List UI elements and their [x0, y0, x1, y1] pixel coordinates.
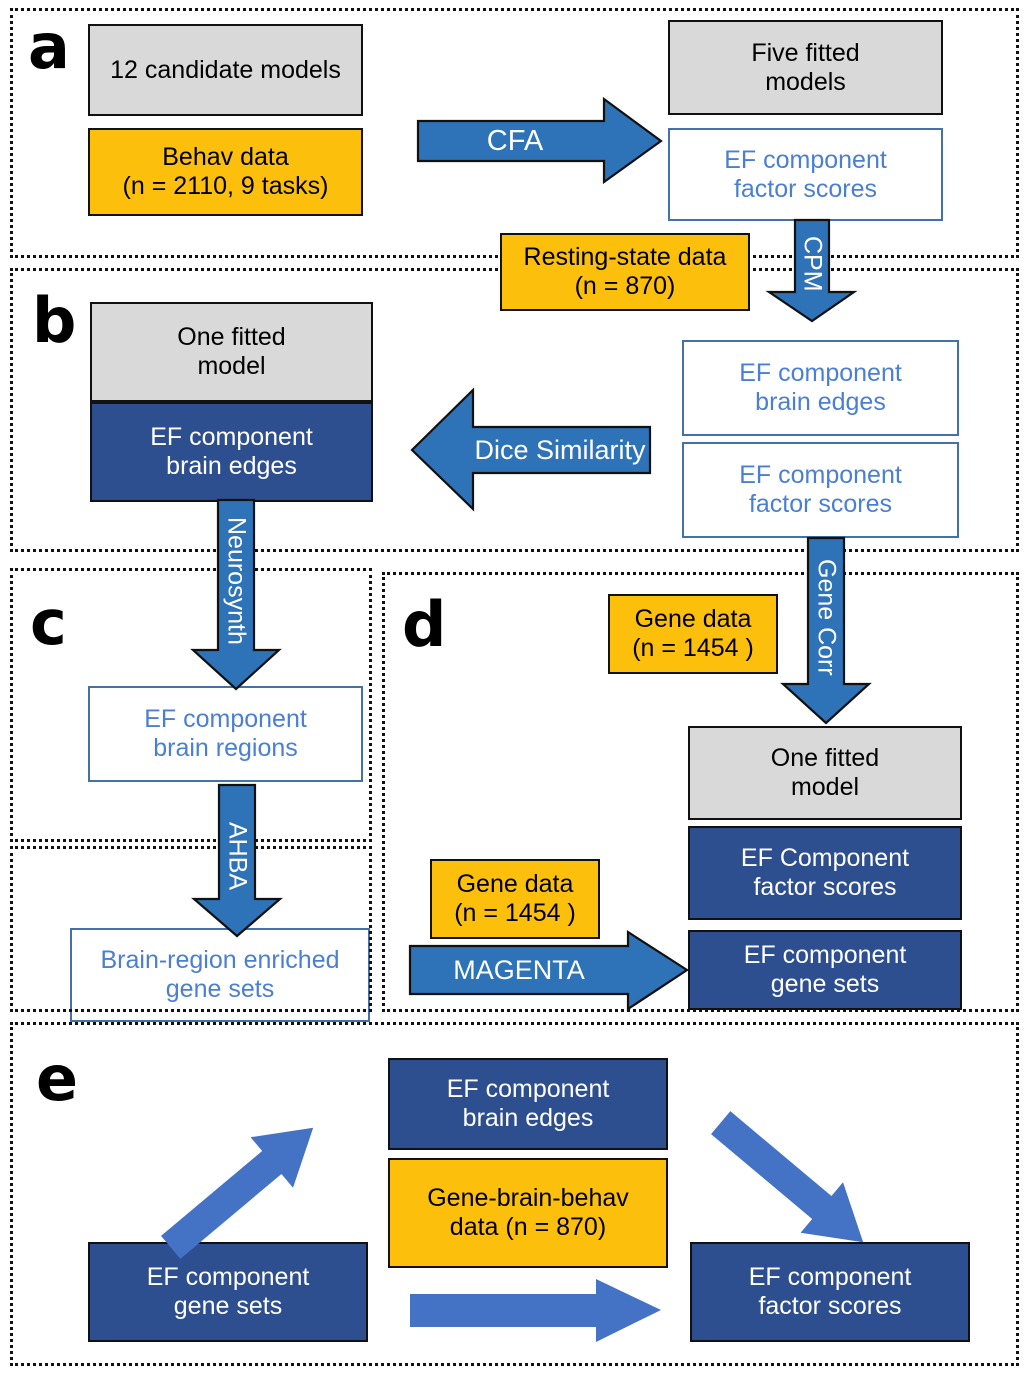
box-b-one-fitted-model: One fitted model	[90, 302, 373, 402]
box-d-ef-gene-sets-line1: EF component	[743, 941, 907, 969]
panel-c-border	[10, 568, 372, 842]
box-d-ef-factor-scores-line2: factor scores	[753, 873, 897, 901]
box-a-ef-factor-scores: EF component factor scores	[668, 128, 943, 221]
box-b-ef-factor-scores: EF component factor scores	[682, 442, 959, 538]
box-behav-data-line1: Behav data	[162, 143, 289, 171]
box-b-ef-brain-edges-right-line2: brain edges	[755, 388, 886, 416]
box-d-gene-data-bottom-line1: Gene data	[456, 870, 574, 898]
box-12-candidate-models: 12 candidate models	[88, 24, 363, 116]
box-c-gene-sets-line1: Brain-region enriched	[100, 946, 340, 974]
box-d-gene-data-top-line2: (n = 1454 )	[632, 634, 754, 662]
panel-b-letter: b	[32, 284, 77, 357]
arrow-magenta	[408, 929, 690, 1012]
arrow-dice-similarity	[410, 387, 652, 512]
box-b-ef-factor-scores-line2: factor scores	[748, 490, 893, 518]
box-b-ef-brain-edges-left-line1: EF component	[150, 423, 313, 451]
box-b-one-fitted-line1: One fitted	[177, 323, 286, 351]
box-b-one-fitted-line2: model	[197, 352, 266, 380]
box-d-ef-factor-scores-line1: EF Component	[740, 844, 910, 872]
box-b-ef-brain-edges-left-line2: brain edges	[166, 452, 297, 480]
box-c-brain-region-enriched-gene-sets: Brain-region enriched gene sets	[70, 928, 370, 1022]
box-e-ef-brain-edges-line2: brain edges	[462, 1104, 594, 1132]
box-e-gene-brain-behav-line1: Gene-brain-behav	[427, 1184, 629, 1212]
box-d-one-fitted-line2: model	[790, 773, 860, 801]
panel-e-border	[10, 1022, 1019, 1366]
arrow-gene-corr	[780, 536, 872, 725]
panel-e-letter: e	[36, 1042, 79, 1115]
box-b-ef-brain-edges-right-line1: EF component	[739, 359, 902, 387]
box-d-ef-gene-sets-line2: gene sets	[770, 970, 880, 998]
box-e-gene-brain-behav-line2: data (n = 870)	[449, 1213, 607, 1241]
box-e-ef-gene-sets-line2: gene sets	[173, 1292, 283, 1320]
box-b-ef-brain-edges-right: EF component brain edges	[682, 340, 959, 436]
box-e-gene-brain-behav-data: Gene-brain-behav data (n = 870)	[388, 1158, 668, 1268]
panel-d-letter: d	[402, 588, 447, 661]
box-d-gene-data-top-line1: Gene data	[634, 605, 752, 633]
arrow-e-gene-sets-to-factor-scores	[410, 1278, 662, 1344]
box-e-ef-brain-edges-line1: EF component	[446, 1075, 610, 1103]
box-e-ef-gene-sets: EF component gene sets	[88, 1242, 368, 1342]
box-e-ef-factor-scores: EF component factor scores	[690, 1242, 970, 1342]
box-12-candidate-models-label: 12 candidate models	[110, 55, 341, 84]
box-d-one-fitted-model: One fitted model	[688, 726, 962, 820]
arrow-e-gene-sets-to-brain-edges	[130, 1120, 360, 1259]
box-resting-state-line1: Resting-state data	[523, 243, 727, 271]
box-a-ef-factor-scores-line1: EF component	[724, 145, 887, 174]
arrow-ahba	[191, 783, 283, 938]
box-d-ef-gene-sets: EF component gene sets	[688, 930, 962, 1010]
box-d-ef-factor-scores: EF Component factor scores	[688, 826, 962, 920]
box-d-gene-data-bottom-line2: (n = 1454 )	[454, 899, 576, 927]
box-e-ef-brain-edges: EF component brain edges	[388, 1058, 668, 1150]
box-e-ef-factor-scores-line2: factor scores	[758, 1292, 902, 1320]
box-e-ef-gene-sets-line1: EF component	[146, 1263, 310, 1291]
box-behav-data-line2: (n = 2110, 9 tasks)	[122, 172, 329, 200]
box-b-ef-factor-scores-line1: EF component	[739, 461, 902, 489]
box-behav-data: Behav data (n = 2110, 9 tasks)	[88, 128, 363, 216]
box-five-fitted-models-line2: models	[765, 67, 846, 96]
box-c-ef-brain-regions-line1: EF component	[144, 705, 307, 733]
box-d-gene-data-bottom: Gene data (n = 1454 )	[430, 859, 600, 939]
panel-d-border	[382, 572, 1019, 1012]
box-five-fitted-models-line1: Five fitted	[751, 38, 860, 67]
box-resting-state-line2: (n = 870)	[574, 272, 676, 300]
arrow-cfa	[416, 96, 663, 185]
box-c-gene-sets-line2: gene sets	[165, 975, 275, 1003]
arrow-e-brain-edges-to-factor-scores	[680, 1111, 910, 1250]
arrow-neurosynth	[190, 498, 282, 691]
panel-c-lower-border	[10, 846, 372, 1012]
box-e-ef-factor-scores-line1: EF component	[748, 1263, 912, 1291]
panel-c-letter: c	[30, 586, 67, 659]
box-five-fitted-models: Five fitted models	[668, 20, 943, 115]
box-b-ef-brain-edges-left: EF component brain edges	[90, 402, 373, 502]
arrow-cpm	[765, 218, 858, 323]
box-resting-state-data: Resting-state data (n = 870)	[500, 233, 750, 311]
panel-a-letter: a	[28, 10, 70, 83]
box-a-ef-factor-scores-line2: factor scores	[733, 174, 878, 203]
box-d-one-fitted-line1: One fitted	[770, 744, 880, 772]
box-d-gene-data-top: Gene data (n = 1454 )	[608, 594, 778, 674]
box-c-ef-brain-regions-line2: brain regions	[153, 734, 298, 762]
box-c-ef-brain-regions: EF component brain regions	[88, 686, 363, 782]
